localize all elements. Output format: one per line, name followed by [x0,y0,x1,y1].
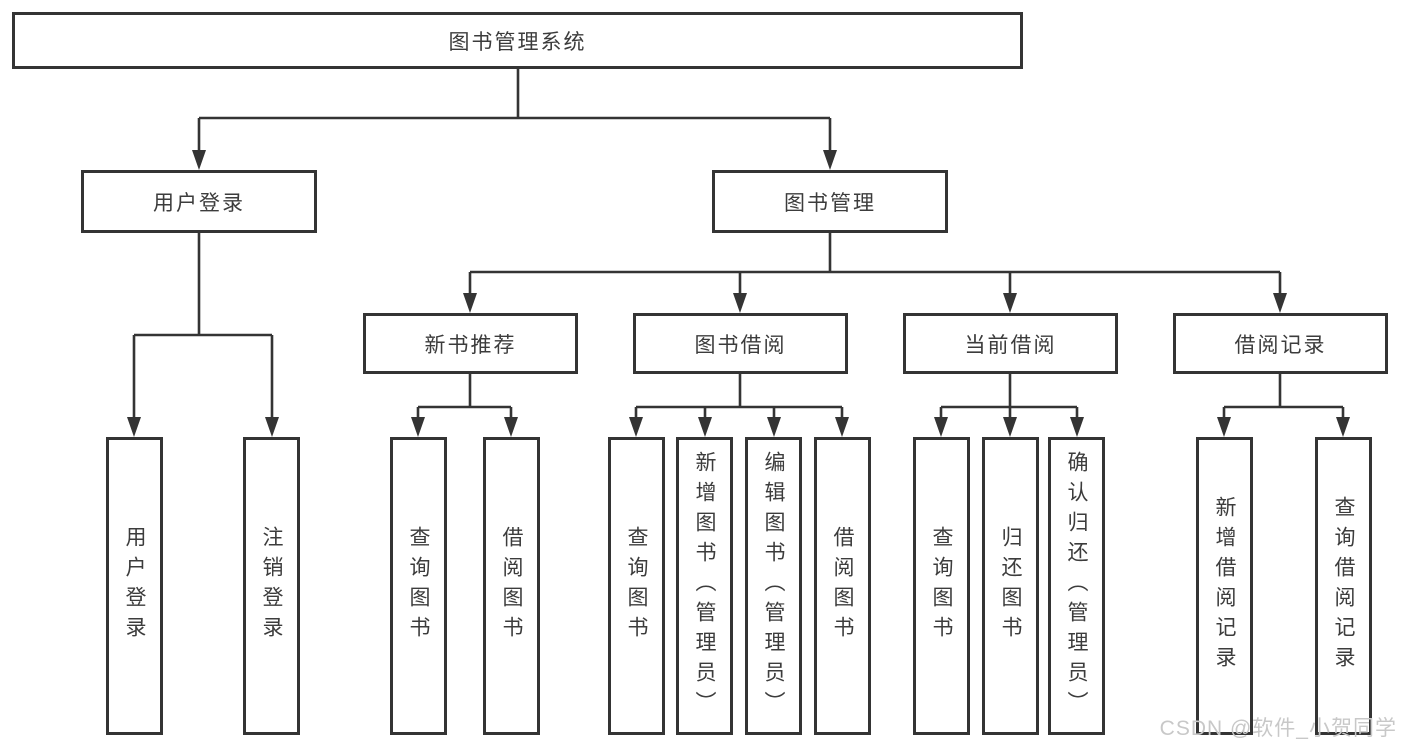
leaf-query-borrow-record: 查询借阅记录 [1315,437,1372,735]
leaf-label: 借阅图书 [500,526,523,646]
node-book-management: 图书管理 [712,170,948,233]
leaf-query-books-current: 查询图书 [913,437,970,735]
leaf-edit-books-admin: 编辑图书（管理员） [745,437,802,735]
leaf-label: 确认归还（管理员） [1065,451,1088,721]
leaf-logout: 注销登录 [243,437,300,735]
node-new-book-recommend: 新书推荐 [363,313,578,374]
leaf-query-books-borrow: 查询图书 [608,437,665,735]
leaf-label: 归还图书 [999,526,1022,646]
node-borrow-records: 借阅记录 [1173,313,1388,374]
leaf-return-books: 归还图书 [982,437,1039,735]
leaf-label: 用户登录 [123,526,146,646]
leaf-label: 新增图书（管理员） [693,451,716,721]
leaf-label: 查询借阅记录 [1332,496,1355,676]
node-library-system: 图书管理系统 [12,12,1023,69]
leaf-label: 新增借阅记录 [1213,496,1236,676]
node-user-login: 用户登录 [81,170,317,233]
leaf-label: 编辑图书（管理员） [762,451,785,721]
leaf-query-books-recommend: 查询图书 [390,437,447,735]
leaf-add-borrow-record: 新增借阅记录 [1196,437,1253,735]
node-book-borrow: 图书借阅 [633,313,848,374]
leaf-label: 查询图书 [407,526,430,646]
leaf-label: 查询图书 [930,526,953,646]
leaf-user-login: 用户登录 [106,437,163,735]
watermark: CSDN @软件_小贺同学 [1159,717,1397,740]
leaf-label: 查询图书 [625,526,648,646]
leaf-confirm-return-admin: 确认归还（管理员） [1048,437,1105,735]
leaf-label: 注销登录 [260,526,283,646]
leaf-add-books-admin: 新增图书（管理员） [676,437,733,735]
leaf-label: 借阅图书 [831,526,854,646]
leaf-borrow-books: 借阅图书 [814,437,871,735]
leaf-borrow-books-recommend: 借阅图书 [483,437,540,735]
node-current-borrow: 当前借阅 [903,313,1118,374]
